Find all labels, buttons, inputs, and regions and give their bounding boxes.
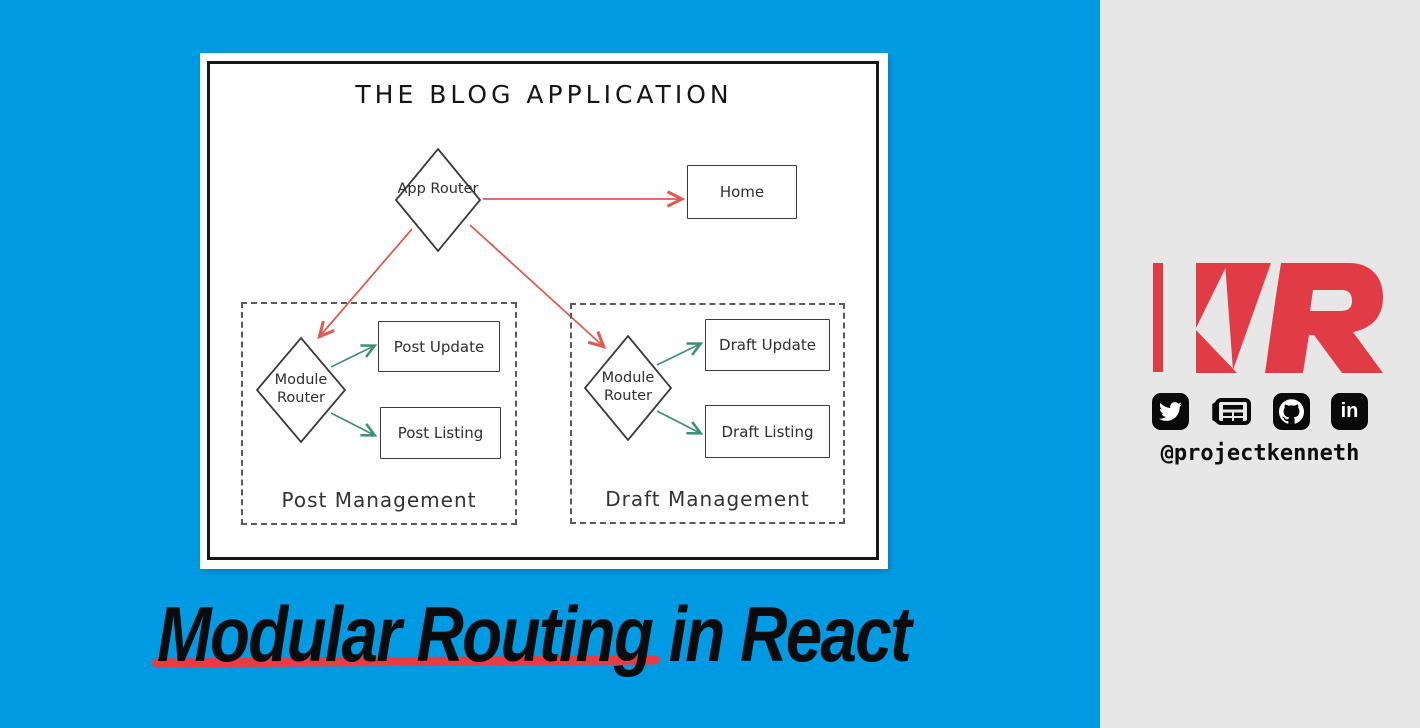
diagram-card: THE BLOG APPLICATION bbox=[200, 53, 888, 569]
draft-management-label: Draft Management bbox=[605, 487, 810, 511]
draft-update-node: Draft Update bbox=[705, 319, 830, 371]
draft-management-group: Draft Management bbox=[570, 303, 845, 524]
logo-r bbox=[1265, 263, 1383, 373]
arrow-approuter-draftmodule bbox=[469, 224, 607, 349]
arrow-draftmodule-update bbox=[656, 342, 704, 366]
home-node: Home bbox=[687, 165, 797, 219]
post-management-label: Post Management bbox=[281, 488, 477, 512]
post-module-router-label: Module Router bbox=[274, 372, 328, 407]
draft-module-router-diamond bbox=[583, 334, 673, 442]
logo-k-bottom-arm bbox=[1196, 330, 1237, 373]
social-handle: @projectkenneth bbox=[1160, 441, 1360, 466]
page-title: Modular Routing in React bbox=[157, 590, 912, 678]
github-icon[interactable] bbox=[1273, 393, 1310, 430]
post-management-group: Post Management bbox=[241, 302, 517, 525]
post-update-node: Post Update bbox=[378, 321, 500, 372]
app-router-diamond bbox=[394, 147, 482, 253]
diagram-title: THE BLOG APPLICATION bbox=[355, 80, 733, 109]
draft-listing-node: Draft Listing bbox=[705, 405, 830, 458]
post-listing-node: Post Listing bbox=[380, 407, 501, 459]
green-arrows bbox=[330, 342, 704, 437]
flow-diagram bbox=[255, 147, 704, 444]
post-module-router-diamond bbox=[255, 336, 347, 444]
logo-k-stem bbox=[1225, 263, 1271, 370]
draft-module-router-label: Module Router bbox=[601, 370, 655, 405]
linkedin-glyph: in bbox=[1340, 399, 1359, 422]
red-arrows bbox=[317, 190, 686, 349]
arrow-approuter-postmodule bbox=[317, 228, 413, 340]
twitter-icon[interactable] bbox=[1152, 393, 1189, 430]
social-icon-row: in bbox=[1100, 393, 1420, 430]
arrow-draftmodule-listing bbox=[656, 410, 704, 435]
logo-bar bbox=[1153, 263, 1163, 372]
linkedin-icon[interactable]: in bbox=[1331, 393, 1368, 430]
arrow-postmodule-update bbox=[330, 344, 378, 368]
arrow-postmodule-listing bbox=[330, 412, 378, 437]
logo-k-top-arm bbox=[1196, 263, 1228, 328]
kr-logo bbox=[1153, 263, 1383, 373]
blog-icon[interactable] bbox=[1210, 393, 1252, 430]
sidebar: in @projectkenneth bbox=[1100, 0, 1420, 728]
app-router-label: App Router bbox=[397, 181, 479, 197]
